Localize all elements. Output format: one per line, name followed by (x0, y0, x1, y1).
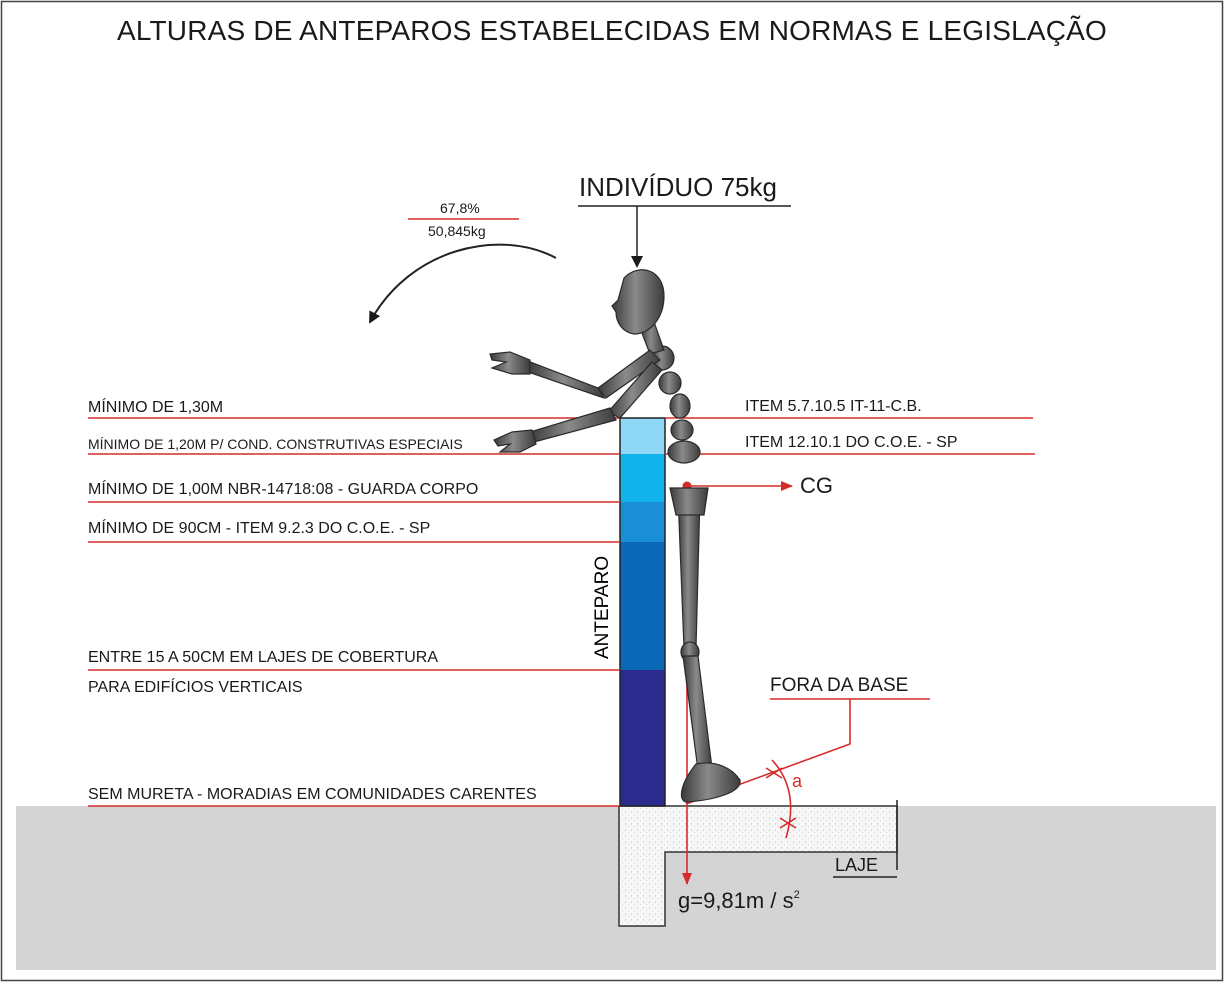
slab-label: LAJE (835, 855, 879, 875)
wall-segment-5 (620, 670, 665, 806)
mannequin-upper-arm (597, 349, 661, 399)
mannequin-hand (489, 351, 531, 375)
label-min-120: MÍNIMO DE 1,20M P/ COND. CONSTRUTIVAS ES… (88, 436, 463, 452)
mannequin-thigh (677, 494, 701, 649)
mannequin-forearm-2 (529, 407, 617, 443)
mannequin-figure (489, 269, 741, 803)
page-title: ALTURAS DE ANTEPAROS ESTABELECIDAS EM NO… (116, 15, 1108, 46)
mannequin-upper-arm-2 (607, 361, 663, 419)
mannequin-torso-4 (658, 371, 682, 395)
wall-outline (619, 417, 666, 807)
outside-base-pointer (685, 699, 851, 805)
angle-tick-top-2 (765, 767, 783, 779)
mannequin-torso-1 (667, 440, 701, 464)
label-min-100: MÍNIMO DE 1,00M NBR-14718:08 - GUARDA CO… (88, 481, 479, 498)
mannequin-torso-3 (669, 393, 691, 419)
label-no-wall: SEM MURETA - MORADIAS EM COMUNIDADES CAR… (88, 786, 537, 803)
rotation-arrow (369, 243, 557, 324)
label-min-130: MÍNIMO DE 1,30M (88, 399, 224, 416)
mannequin-forearm (527, 361, 606, 400)
label-item-5-7-10-5: ITEM 5.7.10.5 IT-11-C.B. (745, 398, 922, 415)
wall-segment-1 (620, 418, 665, 454)
rotation-mass: 50,845kg (428, 223, 486, 239)
parapet-wall (619, 417, 666, 807)
angle-label: a (792, 771, 803, 791)
wall-segment-2 (620, 454, 665, 502)
angle-tick-bottom-2 (779, 817, 797, 829)
label-min-90: MÍNIMO DE 90CM - ITEM 9.2.3 DO C.O.E. - … (88, 520, 431, 537)
gravity-exponent: 2 (793, 889, 800, 901)
mannequin-pelvis (669, 487, 709, 516)
gravity-text: g=9,81m / s (678, 888, 794, 913)
cg-label: CG (800, 473, 833, 498)
rotation-percent: 67,8% (440, 200, 480, 216)
wall-segment-3 (620, 502, 665, 542)
outside-base-label: FORA DA BASE (770, 675, 909, 696)
mannequin-foot (680, 762, 741, 803)
mannequin-hand-2 (493, 429, 537, 453)
mannequin-torso-2 (670, 419, 694, 441)
label-item-12-10-1: ITEM 12.10.1 DO C.O.E. - SP (745, 434, 958, 451)
wall-segment-4 (620, 542, 665, 670)
angle-arc (771, 759, 792, 839)
gravity-label: g=9,81m / s2 (678, 890, 800, 912)
wall-label: ANTEPARO (592, 555, 613, 659)
mannequin-head (611, 269, 665, 335)
label-vertical-buildings: PARA EDIFÍCIOS VERTICAIS (88, 679, 303, 696)
ground-area (16, 806, 1216, 970)
individual-label: INDIVÍDUO 75kg (579, 172, 777, 202)
label-15-50: ENTRE 15 A 50CM EM LAJES DE COBERTURA (88, 649, 439, 666)
